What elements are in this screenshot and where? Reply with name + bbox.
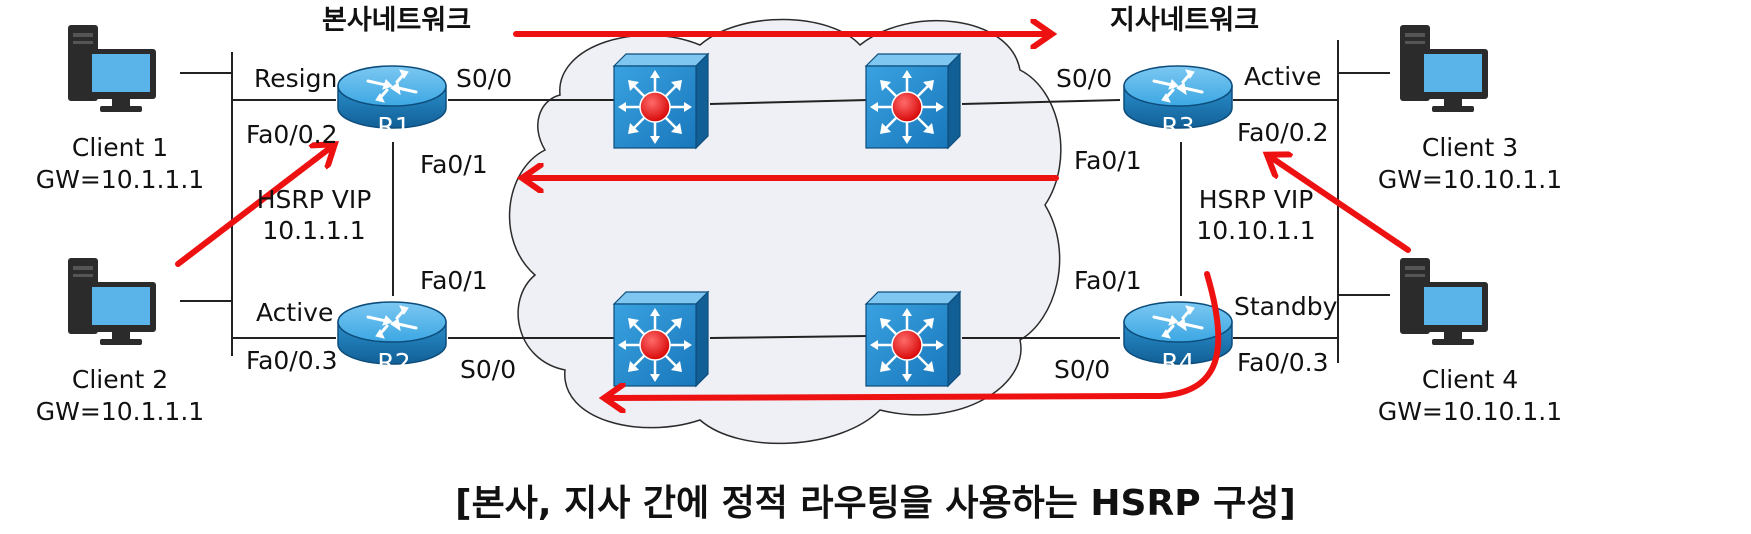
client-1-gateway: GW=10.1.1.1 [35,165,205,194]
arrow-client4-to-r3 [1272,158,1411,253]
r2-serial-interface: S0/0 [460,355,517,384]
lan-links [180,40,1390,363]
client-2-name: Client 2 [71,365,169,394]
r4-fa01-interface: Fa0/1 [1074,266,1142,295]
router-r1-label: R1 [377,112,411,141]
r2-hsrp-state: Active [256,298,334,327]
client-3-name: Client 3 [1421,133,1519,162]
arrow-client2-to-r1 [175,148,330,267]
client-2-pc-icon [68,258,156,345]
branch-network-title: 지사네트워크 [1110,5,1260,36]
client-2-gateway: GW=10.1.1.1 [35,397,205,426]
r1-subinterface: Fa0/0.2 [246,120,338,149]
r4-hsrp-state: Standby [1234,292,1338,321]
hq-network-title: 본사네트워크 [322,5,472,36]
r1-serial-interface: S0/0 [456,64,513,93]
wan-cloud [508,18,1062,445]
hq-hsrp-vip-address: 10.1.1.1 [262,216,366,245]
client-3-pc-icon [1400,25,1488,112]
wan-switch-4 [864,290,962,388]
r3-hsrp-state: Active [1244,62,1322,91]
hq-hsrp-vip-title: HSRP VIP [256,185,372,214]
router-r3-label: R3 [1161,112,1195,141]
r1-fa01-interface: Fa0/1 [420,150,488,179]
client-4-name: Client 4 [1421,365,1519,394]
r1-hsrp-state: Resign [254,64,338,93]
r4-subinterface: Fa0/0.3 [1237,348,1329,377]
client-4-gateway: GW=10.10.1.1 [1377,397,1563,426]
r2-fa01-interface: Fa0/1 [420,266,488,295]
client-1-name: Client 1 [71,133,169,162]
wan-switch-1 [612,52,710,150]
r3-fa01-interface: Fa0/1 [1074,146,1142,175]
r3-serial-interface: S0/0 [1056,64,1113,93]
client-1-pc-icon [68,25,156,112]
client-4-pc-icon [1400,258,1488,345]
branch-hsrp-vip-address: 10.10.1.1 [1196,216,1316,245]
client-3-gateway: GW=10.10.1.1 [1377,165,1563,194]
arrow-r4-return-path [610,271,1222,398]
r3-subinterface: Fa0/0.2 [1237,118,1329,147]
wan-switch-3 [612,290,710,388]
router-r2-label: R2 [377,348,411,377]
wan-switch-2 [864,52,962,150]
branch-hsrp-vip-title: HSRP VIP [1198,185,1314,214]
r2-subinterface: Fa0/0.3 [246,346,338,375]
r4-serial-interface: S0/0 [1054,355,1111,384]
diagram-caption: [본사, 지사 간에 정적 라우팅을 사용하는 HSRP 구성] [455,483,1296,524]
router-r4-label: R4 [1161,348,1195,377]
